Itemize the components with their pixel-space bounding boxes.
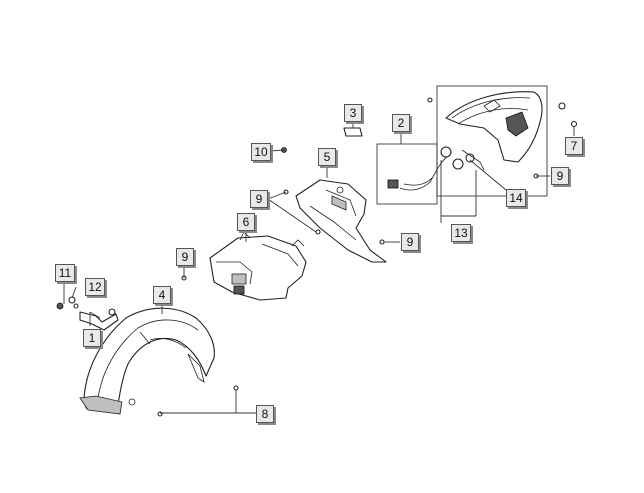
fasteners <box>56 97 578 417</box>
callout-9-right[interactable]: 9 <box>551 167 569 185</box>
callout-10[interactable]: 10 <box>251 143 271 161</box>
callout-5[interactable]: 5 <box>318 148 336 166</box>
callout-2[interactable]: 2 <box>392 114 410 132</box>
callout-12[interactable]: 12 <box>85 278 105 296</box>
lower-cover-part <box>295 179 387 263</box>
callout-6[interactable]: 6 <box>237 213 255 231</box>
callout-4[interactable]: 4 <box>153 286 171 304</box>
callout-13[interactable]: 13 <box>451 224 471 242</box>
callout-9-lower[interactable]: 9 <box>401 233 419 251</box>
callout-1[interactable]: 1 <box>83 329 101 347</box>
callout-8[interactable]: 8 <box>256 405 274 423</box>
callout-7[interactable]: 7 <box>565 137 583 155</box>
bracket-part <box>79 308 119 331</box>
leader-lines <box>63 122 575 414</box>
callout-9-left[interactable]: 9 <box>176 248 194 266</box>
rear-mudguard-part <box>79 307 215 415</box>
callout-14[interactable]: 14 <box>506 189 526 207</box>
callout-11[interactable]: 11 <box>55 264 75 282</box>
reflector-plate-part <box>343 127 363 137</box>
tail-light-part <box>376 85 548 205</box>
callout-3[interactable]: 3 <box>344 104 362 122</box>
callout-9-center[interactable]: 9 <box>250 190 268 208</box>
inner-shield-part <box>209 231 307 301</box>
